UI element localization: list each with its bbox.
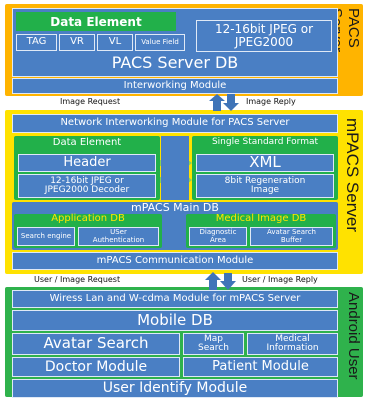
map-search-module: Map Search xyxy=(183,333,244,355)
decoder-box: 12-16bit JPEG or JPEG2000 Decoder xyxy=(18,174,156,198)
pacs-field-tag: TAG xyxy=(16,34,57,51)
regeneration-image-box: 8bit Regeneration Image xyxy=(196,174,334,198)
user-image-reply-arrow xyxy=(220,273,236,290)
patient-module: Patient Module xyxy=(183,357,338,377)
user-image-request-label: User / Image Request xyxy=(34,275,121,284)
pacs-server-db-title: PACS Server DB xyxy=(111,53,239,72)
doctor-module: Doctor Module xyxy=(12,357,180,377)
user-image-reply-label: User / Image Reply xyxy=(242,275,318,284)
user-authentication-box: USer Authentication xyxy=(78,227,159,246)
mobile-db: Mobile DB xyxy=(12,310,338,331)
search-engine-box: Search engine xyxy=(17,227,75,246)
diagnostic-area-box: Diagnostic Area xyxy=(189,227,247,246)
avatar-search-buffer-box: Avatar Search Buffer xyxy=(250,227,333,246)
wireless-module: Wiress Lan and W-cdma Module for mPACS S… xyxy=(12,290,338,308)
xml-box: XML xyxy=(196,154,334,172)
medical-image-db-title: Medical Image DB xyxy=(215,213,307,224)
user-image-request-arrow xyxy=(205,272,221,290)
mpacs-middle-bar xyxy=(161,136,189,200)
single-standard-format-title: Single Standard Format xyxy=(211,137,319,147)
mpacs-communication-module: mPACS Communication Module xyxy=(12,252,338,270)
network-interworking-module: Network Interworking Module for PACS Ser… xyxy=(12,114,338,133)
header-box: Header xyxy=(18,154,156,172)
avatar-search-module: Avatar Search xyxy=(12,333,180,355)
pacs-interworking-module: Interworking Module xyxy=(12,78,338,94)
pacs-field-vr: VR xyxy=(59,34,95,51)
pacs-field-value-field: Value Field xyxy=(135,34,185,51)
image-request-arrow xyxy=(209,94,225,111)
image-reply-arrow xyxy=(223,94,239,111)
android-user-label: Android User xyxy=(345,292,362,380)
pacs-jpeg-box: 12-16bit JPEG or JPEG2000 xyxy=(196,20,332,52)
medical-information-module: Medical Information xyxy=(247,333,338,355)
mpacs-data-element-title: Data Element xyxy=(52,137,122,148)
application-db-title: Application DB xyxy=(51,213,125,224)
image-request-label: Image Request xyxy=(60,97,121,106)
mpacs-main-db-title: mPACS Main DB xyxy=(131,201,219,214)
pacs-data-element-title: Data Element xyxy=(16,12,176,31)
mpacs-server-label: mPACS Server xyxy=(343,118,362,232)
pacs-field-vl: VL xyxy=(97,34,133,51)
user-identify-module: User Identify Module xyxy=(12,379,338,398)
image-reply-label: Image Reply xyxy=(246,97,296,106)
